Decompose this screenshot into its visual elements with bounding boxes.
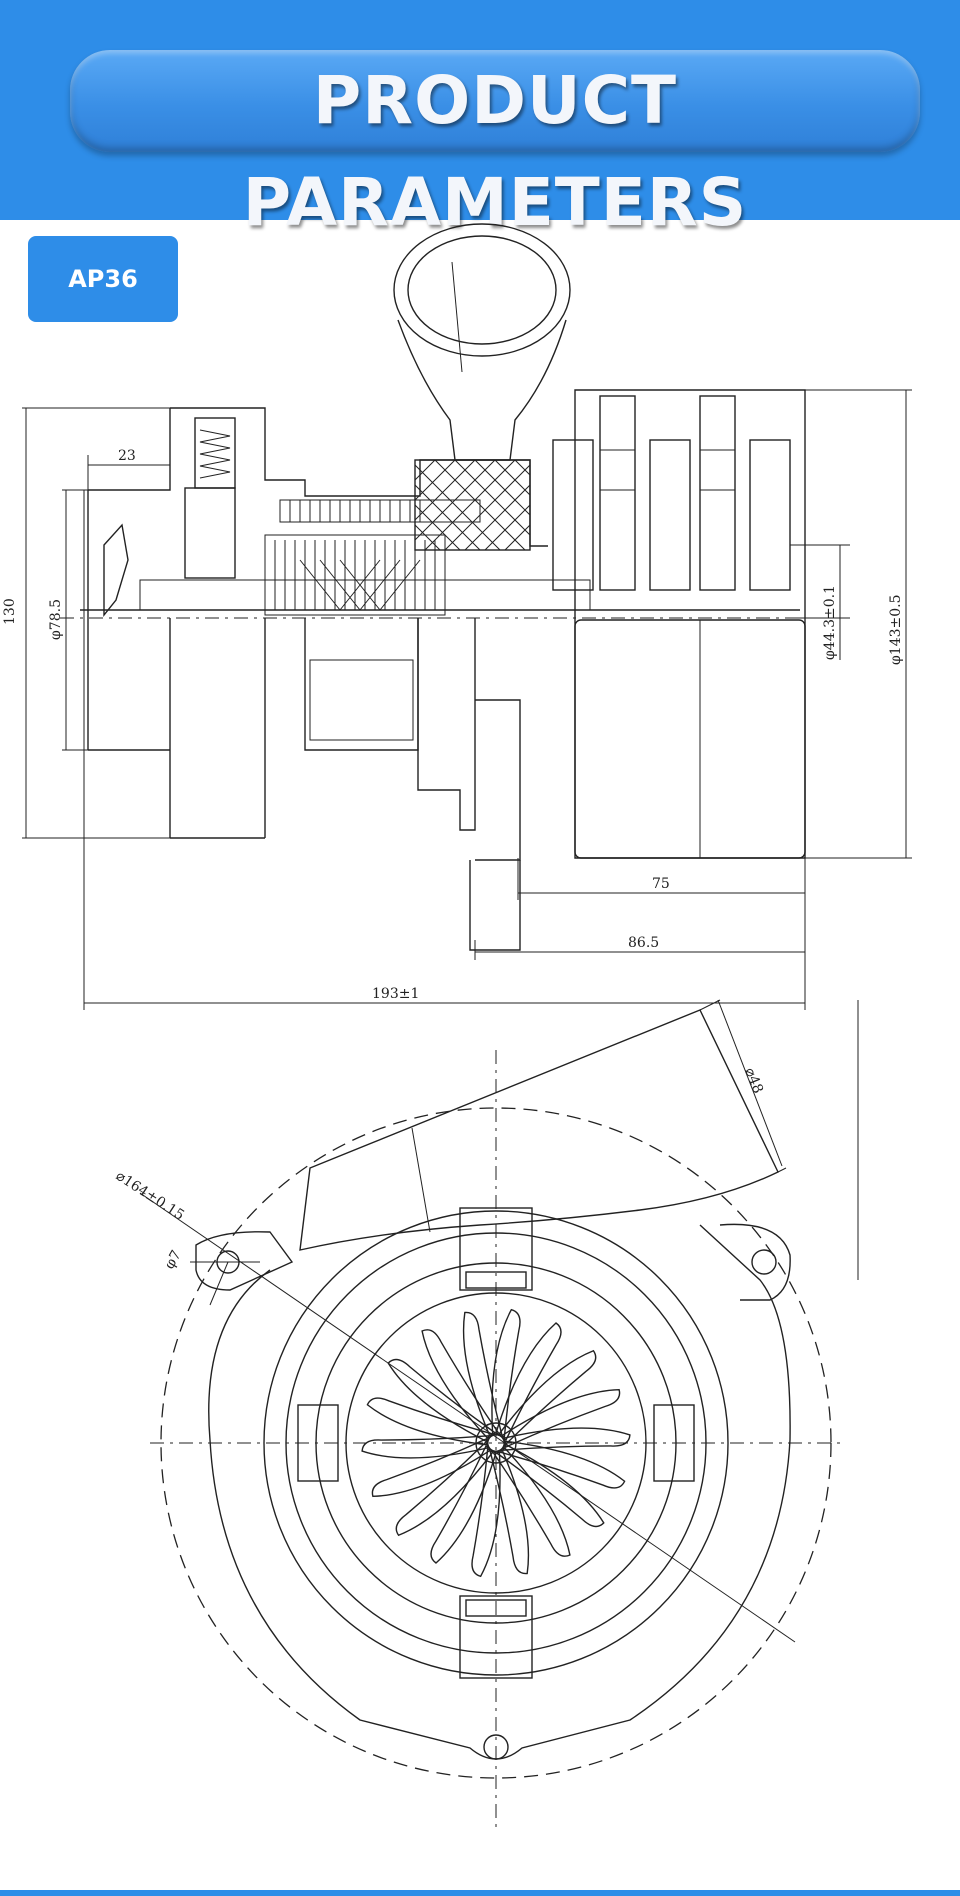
bottom-bar xyxy=(0,1890,960,1896)
model-label: AP36 xyxy=(68,265,138,293)
header-banner: PRODUCT PARAMETERS xyxy=(0,0,960,241)
brush-holder-bottom xyxy=(459,1595,533,1679)
stage-5 xyxy=(749,439,791,591)
body-outer-ring xyxy=(263,1210,729,1676)
dim-7: φ7 xyxy=(162,1248,185,1272)
base-rail xyxy=(139,579,591,611)
stage-1 xyxy=(552,439,594,591)
bracket-lower xyxy=(475,699,521,861)
brush-holder-top xyxy=(459,1207,533,1291)
left-ear xyxy=(195,1231,294,1291)
brush-slot-bottom xyxy=(465,1599,527,1617)
bearing-housing xyxy=(414,459,531,551)
shaft-knurl xyxy=(289,500,421,522)
model-badge: AP36 xyxy=(28,236,178,322)
dim-48-line xyxy=(717,999,783,1167)
armature-block xyxy=(264,534,446,616)
housing-left-top xyxy=(88,408,171,491)
bearing-hatch xyxy=(414,459,531,551)
dim-48: ⌀48 xyxy=(741,1066,766,1096)
technical-drawing: 130 φ78.5 23 φ44.3±0.1 φ143±0.5 75 86.5 … xyxy=(2,223,912,1830)
lower-motor-body xyxy=(574,619,806,859)
dim-130: 130 xyxy=(2,598,18,625)
dim-7-leader-b xyxy=(209,1261,229,1306)
impeller-blades xyxy=(361,1308,631,1578)
field-coil xyxy=(304,618,419,751)
dim-75: 75 xyxy=(652,876,670,892)
stage-3 xyxy=(649,439,691,591)
dim-193: 193±1 xyxy=(372,986,419,1002)
dim-78: φ78.5 xyxy=(48,599,64,640)
bracket-mid xyxy=(417,618,476,831)
outlet-ring-outer xyxy=(393,223,571,357)
dim-143: φ143±0.5 xyxy=(888,594,904,665)
dim-48-ext-a xyxy=(699,999,721,1011)
dim-48-ext-b xyxy=(777,1167,787,1173)
armature-cross xyxy=(299,559,421,611)
right-ear xyxy=(719,1223,791,1301)
title-pill: PRODUCT PARAMETERS xyxy=(70,50,920,241)
fan-blade xyxy=(103,523,129,617)
dim-164: ⌀164±0.15 xyxy=(113,1168,187,1224)
armature-windings xyxy=(274,540,436,610)
dim-86: 86.5 xyxy=(628,935,659,951)
coil-core xyxy=(309,659,414,741)
stage-2 xyxy=(599,395,636,591)
outlet-neck xyxy=(397,319,567,461)
terminal-block xyxy=(469,860,521,951)
outlet-duct xyxy=(299,1009,779,1251)
dim-23: 23 xyxy=(118,448,136,464)
outlet-ring-inner xyxy=(407,235,557,345)
stage-4 xyxy=(699,395,736,591)
page-title: PRODUCT PARAMETERS xyxy=(242,62,748,241)
dim-44: φ44.3±0.1 xyxy=(822,585,838,660)
top-view: ⌀164±0.15 φ7 ⌀48 xyxy=(113,999,859,1830)
outlet-seam xyxy=(451,261,463,373)
brush-spring xyxy=(199,429,231,479)
duct-seam xyxy=(411,1127,431,1233)
dim-164-leader xyxy=(139,1192,796,1643)
right-ear-hole xyxy=(751,1249,777,1275)
side-view: 130 φ78.5 23 φ44.3±0.1 φ143±0.5 75 86.5 … xyxy=(2,223,912,1010)
brush-body xyxy=(184,487,236,579)
